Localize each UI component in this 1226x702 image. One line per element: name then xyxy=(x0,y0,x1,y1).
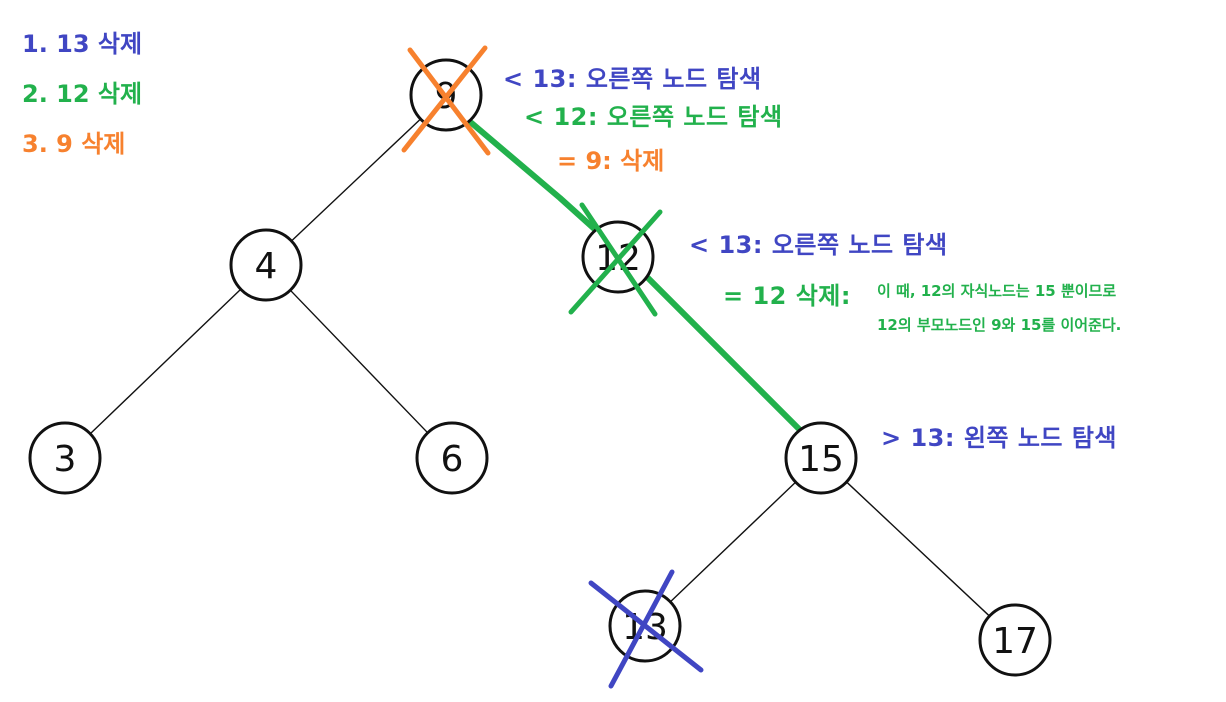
n12-delete-annotation: = 12 삭제: xyxy=(723,282,851,310)
edge-n4-n6 xyxy=(289,289,429,434)
cross-mark-13-1 xyxy=(588,580,704,673)
cross-mark-13-2 xyxy=(608,569,675,689)
node-17: 17 xyxy=(978,603,1052,677)
node-15: 15 xyxy=(784,421,858,495)
edge-n15-n17 xyxy=(846,481,990,617)
edge-n9-n4 xyxy=(290,118,422,242)
cross-mark-9-2 xyxy=(401,45,488,153)
node-label: 3 xyxy=(54,439,77,480)
node-label: 6 xyxy=(441,439,464,480)
cross-mark-12-2 xyxy=(568,209,663,315)
node-circle xyxy=(28,421,102,495)
tree-nodes: 941236151317 xyxy=(28,58,1052,677)
node-circle xyxy=(229,228,303,302)
n15-search-13-annotation: > 13: 왼쪽 노드 탐색 xyxy=(881,424,1118,452)
node-circle xyxy=(784,421,858,495)
node-circle xyxy=(415,421,489,495)
node-6: 6 xyxy=(415,421,489,495)
n12-note-line-2: 12의 부모노드인 9와 15를 이어준다. xyxy=(877,316,1122,334)
root-search-13-annotation: < 13: 오른쪽 노드 탐색 xyxy=(503,65,762,93)
edge-n15-n13 xyxy=(669,481,797,603)
node-4: 4 xyxy=(229,228,303,302)
root-search-12-annotation: < 12: 오른쪽 노드 탐색 xyxy=(524,103,783,131)
deletion-marks xyxy=(401,45,704,689)
step-2-label: 2. 12 삭제 xyxy=(22,80,143,108)
node-label: 15 xyxy=(798,439,844,480)
n12-search-13-annotation: < 13: 오른쪽 노드 탐색 xyxy=(689,231,948,259)
step-1-label: 1. 13 삭제 xyxy=(22,30,143,58)
node-label: 17 xyxy=(992,621,1038,662)
edge-n4-n3 xyxy=(89,288,242,435)
step-3-label: 3. 9 삭제 xyxy=(22,130,126,158)
node-circle xyxy=(978,603,1052,677)
tree-edges xyxy=(89,118,990,617)
root-delete-9-annotation: = 9: 삭제 xyxy=(557,147,665,175)
node-label: 4 xyxy=(255,246,278,287)
n12-note-line-1: 이 때, 12의 자식노드는 15 뿐이므로 xyxy=(877,282,1117,300)
cross-mark-9-1 xyxy=(407,47,491,156)
node-3: 3 xyxy=(28,421,102,495)
